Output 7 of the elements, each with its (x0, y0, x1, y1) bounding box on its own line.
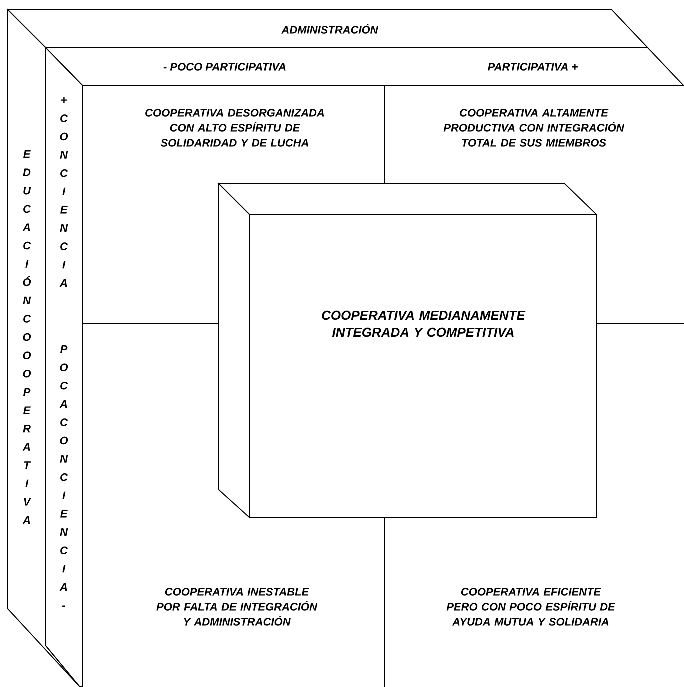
quadrant-label: COOPERATIVA EFICIENTE PERO CON POCO ESPÍRITU DE AYUDA MUTUA Y SOLIDARIA (446, 588, 616, 626)
node-label: EDUCACIÓN COOOPERATIVA (22, 150, 32, 524)
quadrant-label: COOPERATIVA DESORGANIZADA CON ALTO ESPÍRITU DE SOLIDARIDAD Y DE LUCHA (146, 109, 324, 147)
node-label: + CONCIENCIA (60, 98, 68, 287)
quadrant-label: COOPERATIVA INESTABLE POR FALTA DE INTEGRACIÓN Y ADMINISTRACIÓN (156, 588, 318, 626)
node-label: POCA CONCIENCIA - (60, 346, 68, 608)
quadrant-label: COOPERATIVA ALTAMENTE PRODUCTIVA CON INTEGRACIÓN TOTAL DE SUS MIEMBROS (444, 109, 624, 147)
